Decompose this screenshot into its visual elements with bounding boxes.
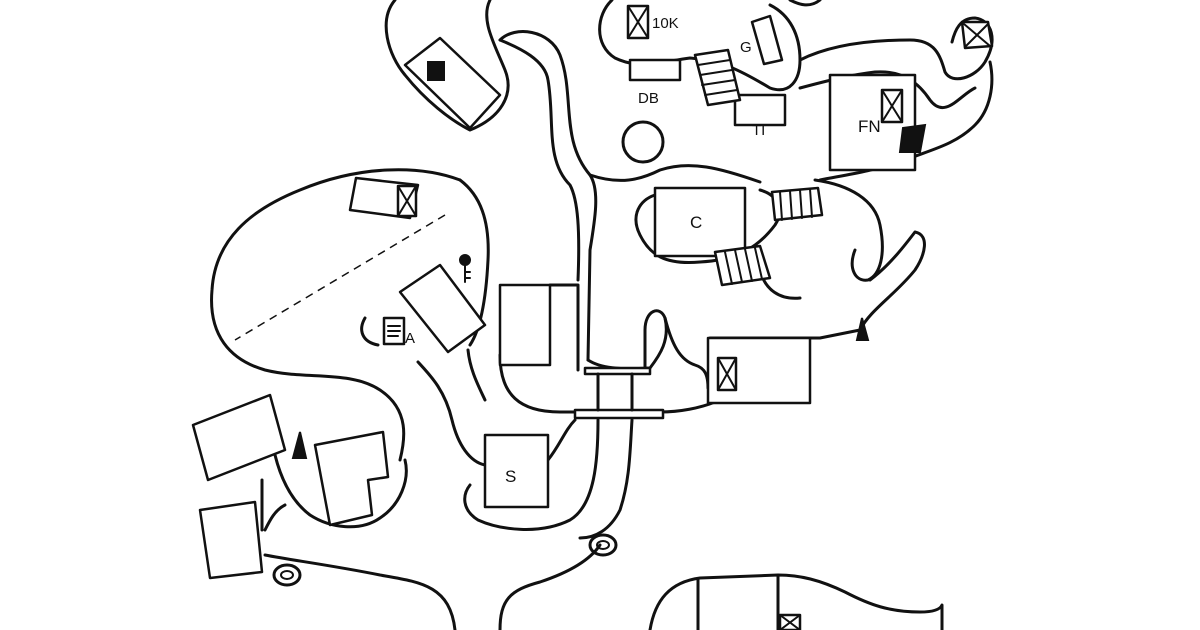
wall-central-spine-right xyxy=(498,38,581,282)
building-lower-left-l xyxy=(313,430,390,527)
wall-bottom-right-room xyxy=(648,573,944,630)
wall-south-east xyxy=(498,543,602,630)
staircase-icon xyxy=(693,48,742,107)
solid-block-icon xyxy=(427,61,445,81)
label-fn: FN xyxy=(858,117,881,136)
label-a: A xyxy=(405,330,415,347)
buildings: 10K G DB TI FN C xyxy=(191,4,994,630)
wall-top-left-lobe xyxy=(384,0,510,132)
pillar-round xyxy=(621,120,665,164)
wall-descent-right xyxy=(578,418,634,540)
wall-upper-room-outer xyxy=(788,0,822,7)
wall-south-lower xyxy=(263,503,287,532)
staircase-c-east xyxy=(770,186,824,222)
wall-descent-loop xyxy=(463,418,600,531)
well-icon xyxy=(588,533,618,557)
label-db: DB xyxy=(638,90,659,107)
wall-connector-top xyxy=(586,309,668,372)
building-s xyxy=(483,433,550,509)
wall-connector-south xyxy=(498,353,577,414)
building-top-left xyxy=(403,36,502,130)
solid-block-fn xyxy=(898,123,927,153)
wall-connector-east xyxy=(663,316,710,390)
wall-central-spine xyxy=(498,30,598,362)
wall-left-blob xyxy=(210,168,462,462)
wall-south-west xyxy=(263,553,457,630)
wall-connector-south-east xyxy=(658,400,717,414)
markers xyxy=(272,317,870,587)
bridges xyxy=(573,366,665,420)
wall-east-passage xyxy=(798,16,994,81)
building-fn xyxy=(828,73,917,172)
building-c xyxy=(653,186,747,258)
label-ti: TI xyxy=(752,122,765,139)
wall-upper-right-branch xyxy=(588,164,762,184)
tree-icon xyxy=(855,317,870,341)
key-icon xyxy=(459,254,471,283)
building-db xyxy=(628,58,682,82)
wall-right-passage xyxy=(708,230,926,340)
label-g: G xyxy=(740,39,752,56)
wall-descent-left-2 xyxy=(466,348,487,402)
label-10k: 10K xyxy=(652,15,679,32)
building-ti xyxy=(733,93,787,127)
crate-icon xyxy=(627,5,649,39)
building-bottom-right xyxy=(696,574,802,630)
label-c: C xyxy=(690,213,702,232)
well-icon xyxy=(272,563,302,587)
building-a xyxy=(398,263,487,354)
wall-c-room-east xyxy=(813,178,884,282)
wall-descent-left xyxy=(416,360,487,467)
building-lower-left-1 xyxy=(191,393,287,482)
wall-fn-room xyxy=(818,60,994,182)
bridge-north xyxy=(583,366,652,376)
building-lower-left-2 xyxy=(198,500,264,580)
wall-lower-left-room xyxy=(273,453,408,529)
staircase-c-south xyxy=(713,244,772,287)
building-central-north xyxy=(498,283,552,367)
bone-icon xyxy=(360,316,380,347)
dashed-boundary xyxy=(234,214,446,341)
bridge-south xyxy=(573,408,665,420)
wall-descent-main xyxy=(546,418,577,462)
tree-icon xyxy=(291,431,308,459)
paper-note-icon xyxy=(382,316,406,346)
building-g xyxy=(750,14,784,66)
label-s: S xyxy=(505,467,516,486)
